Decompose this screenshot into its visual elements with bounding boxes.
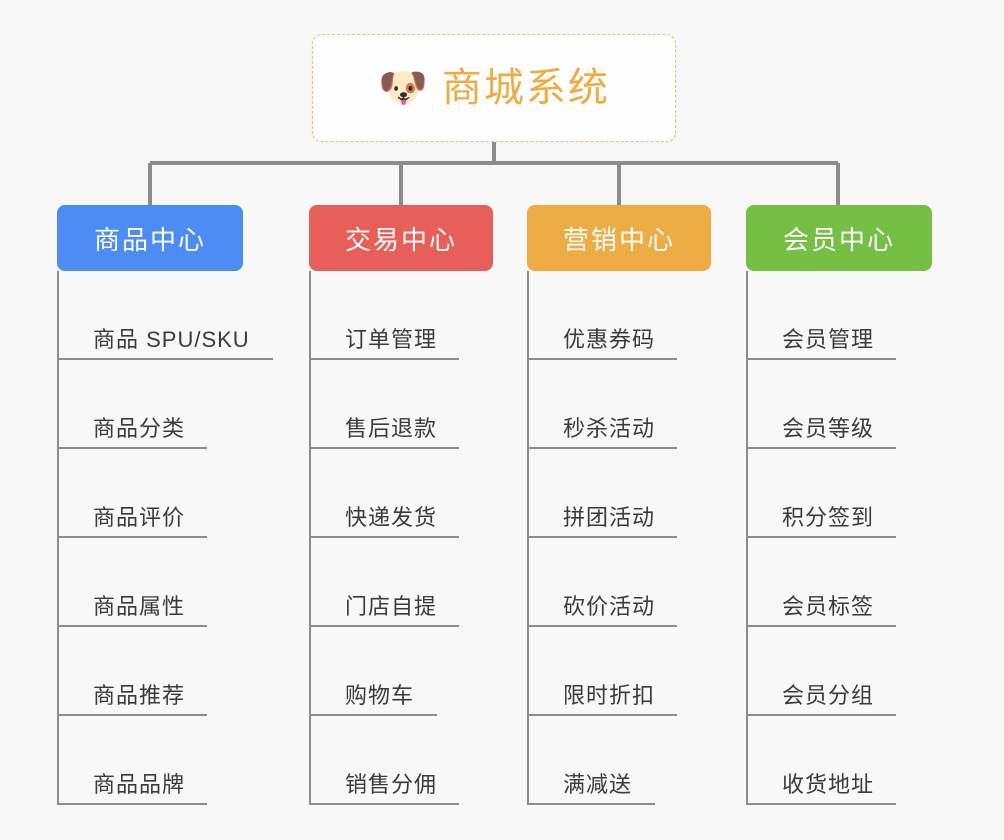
category-box-trade-center[interactable]: 交易中心 [309, 205, 493, 271]
leaf-item[interactable]: 会员标签 [746, 538, 932, 627]
leaf-underline [746, 358, 896, 360]
leaf-label: 满减送 [563, 772, 633, 797]
leaf-list-product-center: 商品 SPU/SKU 商品分类商品评价商品属性商品推荐商品品牌 [57, 271, 273, 805]
category-label: 会员中心 [782, 224, 895, 255]
leaf-item[interactable]: 门店自提 [309, 538, 493, 627]
leaf-list-marketing-center: 优惠券码秒杀活动拼团活动砍价活动限时折扣满减送 [527, 271, 711, 805]
category-label: 交易中心 [344, 224, 457, 255]
leaf-underline [746, 714, 896, 716]
leaf-label: 会员标签 [782, 594, 875, 619]
leaf-underline [527, 358, 677, 360]
leaf-underline [746, 536, 896, 538]
leaf-list-member-center: 会员管理会员等级积分签到会员标签会员分组收货地址 [746, 271, 932, 805]
leaf-label: 商品分类 [93, 416, 186, 441]
leaf-underline [57, 714, 207, 716]
leaf-underline [527, 714, 677, 716]
leaf-item[interactable]: 购物车 [309, 627, 493, 716]
leaf-label: 会员等级 [782, 416, 875, 441]
category-box-member-center[interactable]: 会员中心 [746, 205, 932, 271]
leaf-label: 收货地址 [782, 772, 875, 797]
branch-stem [57, 271, 59, 805]
leaf-item[interactable]: 快递发货 [309, 449, 493, 538]
leaf-label: 商品 SPU/SKU [93, 327, 250, 352]
leaf-underline [527, 447, 677, 449]
leaf-underline [57, 358, 273, 360]
leaf-item[interactable]: 商品评价 [57, 449, 243, 538]
leaf-underline [309, 536, 459, 538]
leaf-item[interactable]: 拼团活动 [527, 449, 711, 538]
leaf-label: 限时折扣 [563, 683, 656, 708]
leaf-label: 会员分组 [782, 683, 875, 708]
leaf-item[interactable]: 会员等级 [746, 360, 932, 449]
leaf-item[interactable]: 销售分佣 [309, 716, 493, 805]
leaf-underline [527, 625, 677, 627]
category-box-marketing-center[interactable]: 营销中心 [527, 205, 711, 271]
leaf-underline [309, 803, 459, 805]
column-product-center: 商品中心商品 SPU/SKU 商品分类商品评价商品属性商品推荐商品品牌 [57, 205, 273, 805]
leaf-item[interactable]: 商品推荐 [57, 627, 243, 716]
column-marketing-center: 营销中心优惠券码秒杀活动拼团活动砍价活动限时折扣满减送 [527, 205, 711, 805]
leaf-item[interactable]: 商品分类 [57, 360, 243, 449]
leaf-label: 优惠券码 [563, 327, 656, 352]
root-node[interactable]: 🐶 商城系统 [312, 34, 676, 142]
leaf-item[interactable]: 限时折扣 [527, 627, 711, 716]
leaf-label: 销售分佣 [345, 772, 438, 797]
branch-stem [746, 271, 748, 805]
leaf-item[interactable]: 售后退款 [309, 360, 493, 449]
dog-face-icon: 🐶 [378, 66, 428, 110]
leaf-underline [527, 536, 677, 538]
leaf-label: 秒杀活动 [563, 416, 656, 441]
leaf-underline [309, 714, 437, 716]
leaf-underline [746, 447, 896, 449]
branch-stem [309, 271, 311, 805]
leaf-label: 商品推荐 [93, 683, 186, 708]
leaf-item[interactable]: 优惠券码 [527, 271, 711, 360]
leaf-underline [527, 803, 655, 805]
leaf-label: 商品评价 [93, 505, 186, 530]
leaf-item[interactable]: 砍价活动 [527, 538, 711, 627]
leaf-item[interactable]: 会员管理 [746, 271, 932, 360]
root-title: 商城系统 [441, 66, 610, 110]
leaf-label: 拼团活动 [563, 505, 656, 530]
leaf-item[interactable]: 商品品牌 [57, 716, 243, 805]
category-label: 营销中心 [562, 224, 675, 255]
column-trade-center: 交易中心订单管理售后退款快递发货门店自提购物车销售分佣 [309, 205, 493, 805]
leaf-underline [57, 625, 207, 627]
leaf-underline [309, 447, 459, 449]
leaf-underline [57, 447, 207, 449]
leaf-list-trade-center: 订单管理售后退款快递发货门店自提购物车销售分佣 [309, 271, 493, 805]
leaf-item[interactable]: 订单管理 [309, 271, 493, 360]
leaf-label: 订单管理 [345, 327, 438, 352]
leaf-underline [57, 803, 207, 805]
leaf-item[interactable]: 商品属性 [57, 538, 243, 627]
leaf-item[interactable]: 会员分组 [746, 627, 932, 716]
category-label: 商品中心 [93, 224, 206, 255]
branch-stem [527, 271, 529, 805]
leaf-label: 商品属性 [93, 594, 186, 619]
leaf-label: 快递发货 [345, 505, 438, 530]
category-box-product-center[interactable]: 商品中心 [57, 205, 243, 271]
leaf-item[interactable]: 秒杀活动 [527, 360, 711, 449]
leaf-label: 购物车 [345, 683, 415, 708]
leaf-item[interactable]: 积分签到 [746, 449, 932, 538]
leaf-underline [746, 803, 896, 805]
column-member-center: 会员中心会员管理会员等级积分签到会员标签会员分组收货地址 [746, 205, 932, 805]
leaf-label: 门店自提 [345, 594, 438, 619]
leaf-underline [309, 358, 459, 360]
leaf-underline [746, 625, 896, 627]
leaf-label: 会员管理 [782, 327, 875, 352]
leaf-label: 砍价活动 [563, 594, 656, 619]
leaf-item[interactable]: 满减送 [527, 716, 711, 805]
leaf-label: 售后退款 [345, 416, 438, 441]
leaf-underline [57, 536, 207, 538]
leaf-label: 商品品牌 [93, 772, 186, 797]
leaf-label: 积分签到 [782, 505, 875, 530]
leaf-underline [309, 625, 459, 627]
leaf-item[interactable]: 商品 SPU/SKU [57, 271, 273, 360]
leaf-item[interactable]: 收货地址 [746, 716, 932, 805]
